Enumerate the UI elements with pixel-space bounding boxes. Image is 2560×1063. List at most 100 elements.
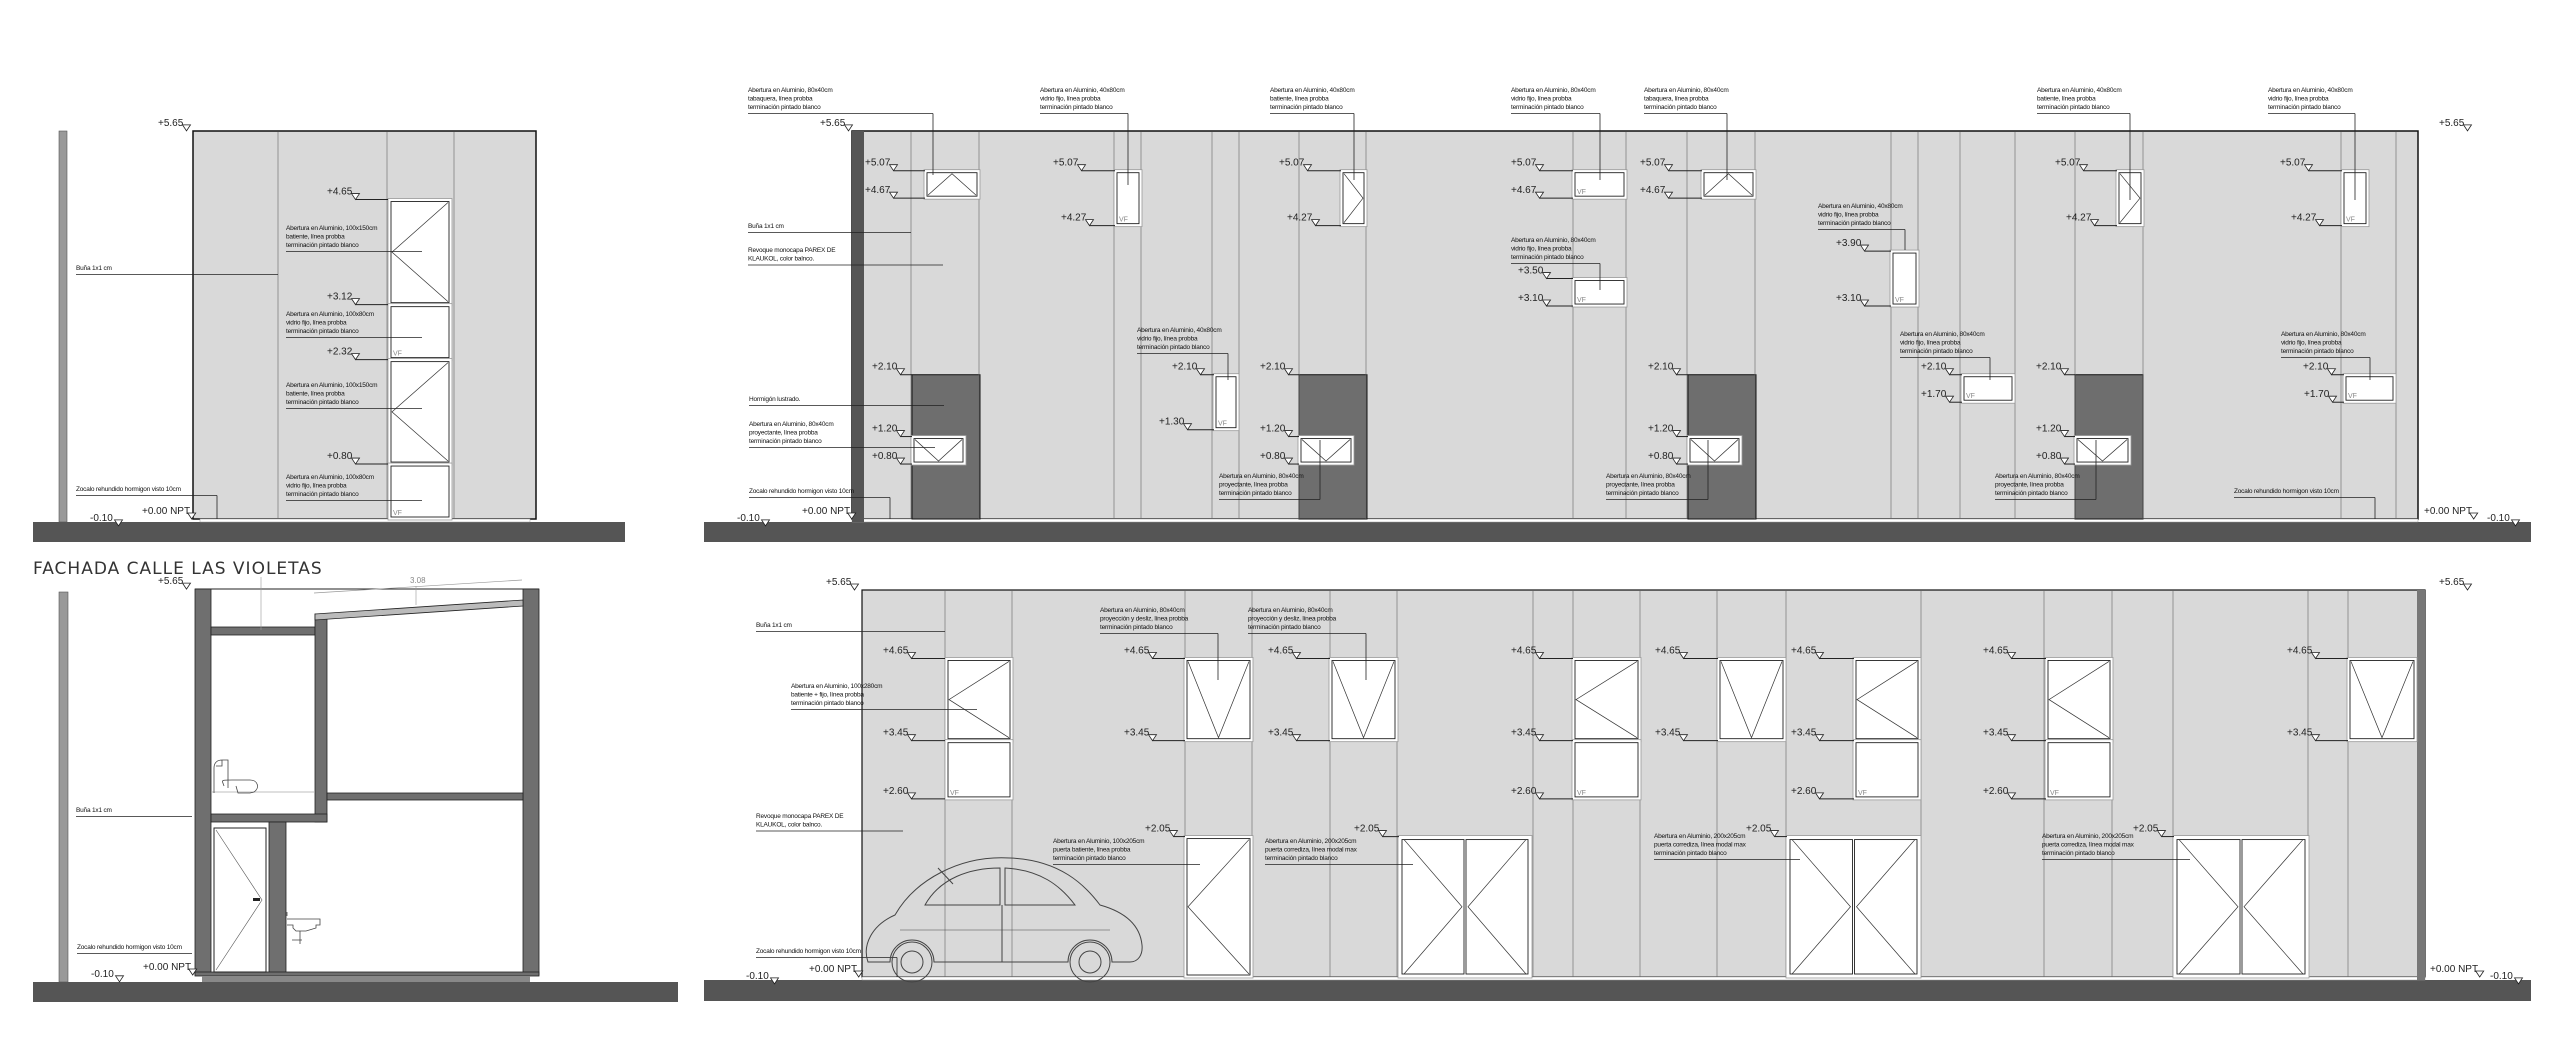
window-opening [1716,657,1787,743]
opening-sash [1719,660,1784,740]
opening-sash [2349,660,2415,740]
fixed-glass-label: VF [1577,189,1586,196]
annotation-text: vidrio fijo, línea probba [2281,340,2342,347]
annotation-text: Abertura en Aluminio, 200x205cm [1265,838,1356,845]
level-triangle-icon [2310,652,2321,660]
level-mark-label: +4.65 [1983,645,2009,656]
level-triangle-icon [1541,299,1552,307]
annotation-text: Abertura en Aluminio, 80x40cm [748,87,833,94]
level-mark-label: +3.45 [1791,728,1817,739]
level-triangle-icon [769,977,780,985]
level-mark-label: +5.65 [158,118,184,129]
annotation-text: vidrio fijo, línea probba [1040,96,1101,103]
annotation-text: batiente, línea probba [286,391,345,398]
level-triangle-icon [114,975,125,983]
level-triangle-icon [1814,734,1825,742]
level-mark-label: +0.00 NPT [809,964,857,975]
opening-direction-icon [2077,439,2128,462]
level-mark-label: +0.80 [1260,451,1286,462]
annotation-text: Zocalo rehundido hormigon visto 10cm [2234,488,2339,495]
car-hub-icon [900,950,924,974]
opening-direction-icon [1343,173,1364,223]
door-leaf [1465,839,1529,975]
window-opening [1328,657,1399,743]
level-triangle-icon [1944,368,1955,376]
level-mark-label: +2.60 [883,786,909,797]
car-body [865,857,1143,963]
level-triangle-icon [846,512,857,520]
annotation-text: Zocalo rehundido hormigon visto 10cm [76,486,181,493]
annotation-text: Abertura en Aluminio, 40x80cm [1270,87,1355,94]
level-mark-label: -0.10 [2487,513,2510,524]
level-triangle-icon [2326,368,2337,376]
door-leaf [2176,839,2241,975]
window-opening: VF [2044,739,2114,801]
window-opening: VF [944,739,1014,801]
level-mark-label: -0.10 [2490,971,2513,982]
window-opening: VF [2342,373,2397,404]
door-leaf [2241,839,2306,975]
opening-direction-icon [1856,839,1916,975]
annotation-text: terminación pintado blanco [1270,104,1343,111]
opening-direction-icon [2178,839,2239,975]
level-mark-label: +3.45 [1983,728,2009,739]
level-triangle-icon [1663,191,1674,199]
annotation-note: Hormigón lustrado. [749,396,944,406]
opening-direction-icon [1467,839,1527,975]
window-opening: VF [1113,169,1143,228]
level-triangle-icon [2327,395,2338,403]
annotation-text: vidrio fijo, línea probba [1900,340,1961,347]
annotation-text: terminación pintado blanco [1644,104,1717,111]
level-triangle-icon [853,970,864,978]
opening-direction-icon [2048,661,2110,738]
car-antenna [937,867,954,885]
level-mark-label: +4.65 [1268,645,1294,656]
annotation-text: tabaquera, línea probba [748,96,813,103]
car-rear-window [924,867,1001,906]
level-mark-label: +4.65 [1791,645,1817,656]
level-triangle-icon [906,792,917,800]
annotation-text: terminación pintado blanco [1040,104,1113,111]
opening-sash [2047,660,2111,740]
annotation-text: terminación pintado blanco [1248,624,1321,631]
level-triangle-icon [843,124,854,132]
level-triangle-icon [1671,368,1682,376]
level-triangle-icon [2006,792,2017,800]
level-triangle-icon [2462,583,2473,591]
annotation-text: terminación pintado blanco [1818,220,1891,227]
annotation-text: Hormigón lustrado. [749,396,801,403]
annotation-text: terminación pintado blanco [1900,348,1973,355]
annotation-text: terminación pintado blanco [2281,348,2354,355]
level-triangle-icon [1283,457,1294,465]
level-triangle-icon [2156,830,2167,838]
level-mark-label: +3.50 [1518,266,1544,277]
level-mark-label: +0.80 [1648,451,1674,462]
annotation-note: Abertura en Aluminio, 80x40cmtabaquera, … [1644,87,1729,180]
fixed-glass-label: VF [1119,217,1128,224]
level-triangle-icon [1147,652,1158,660]
window-opening [1700,169,1757,200]
opening-sash [913,438,964,463]
annotation-text: Abertura en Aluminio, 100x150cm [286,225,377,232]
annotation-text: Zocalo rehundido hormigon visto 10cm [77,944,182,951]
car-wheel-icon [891,941,933,983]
level-mark-label: +2.32 [327,347,353,358]
level-mark-label: +0.00 NPT [802,506,850,517]
opening-direction-icon [2350,661,2414,739]
window-opening: VF [1571,277,1628,308]
opening-sash [1342,172,1365,225]
level-mark-label: +2.60 [1511,786,1537,797]
level-mark-label: +2.10 [1172,362,1198,373]
level-triangle-icon [1283,430,1294,438]
level-triangle-icon [906,652,917,660]
level-mark-label: +5.07 [2280,158,2306,169]
level-mark-label: +4.65 [1124,645,1150,656]
